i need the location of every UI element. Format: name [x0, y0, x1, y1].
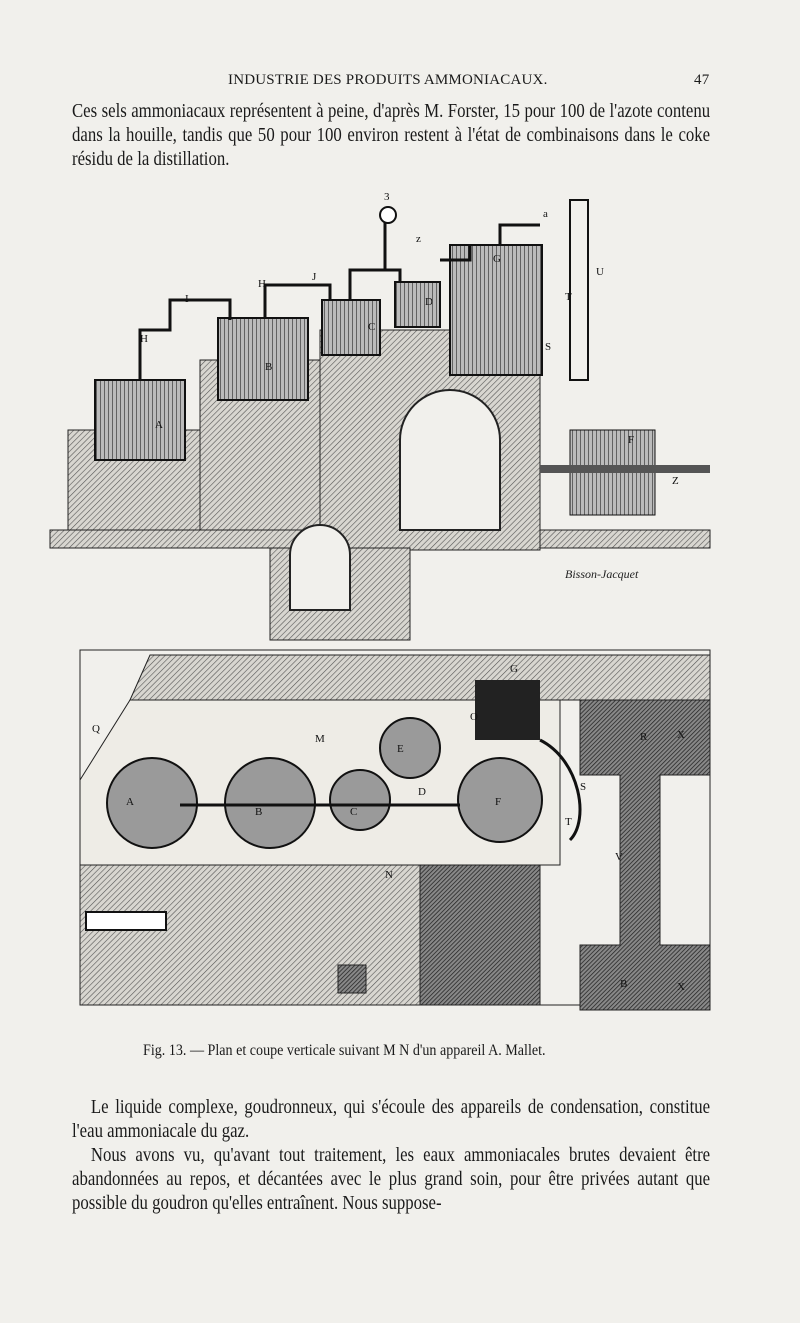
svg-text:G: G	[510, 663, 518, 675]
svg-text:B: B	[255, 806, 262, 818]
svg-text:A: A	[155, 419, 163, 431]
svg-text:Z: Z	[672, 475, 679, 487]
page-number: 47	[694, 72, 710, 88]
svg-text:B: B	[620, 978, 627, 990]
svg-text:I: I	[185, 293, 189, 305]
svg-text:O: O	[470, 711, 478, 723]
svg-text:J: J	[312, 271, 317, 283]
paragraph-text: Ces sels ammoniacaux représentent à pein…	[72, 101, 711, 170]
svg-text:D: D	[418, 786, 426, 798]
paragraphs-bottom: Le liquide complexe, goudronneux, qui s'…	[72, 1096, 710, 1216]
svg-text:C: C	[368, 321, 375, 333]
svg-text:B: B	[265, 361, 272, 373]
svg-text:V: V	[615, 851, 623, 863]
figure-caption: Fig. 13. — Plan et coupe verticale suiva…	[143, 1042, 546, 1059]
running-title: INDUSTRIE DES PRODUITS AMMONIACAUX.	[228, 72, 548, 88]
svg-text:H: H	[140, 333, 148, 345]
svg-text:G: G	[493, 253, 501, 265]
svg-text:R: R	[640, 731, 648, 743]
svg-text:T: T	[565, 291, 572, 303]
svg-text:M: M	[315, 733, 325, 745]
engraver-signature: Bisson-Jacquet	[565, 567, 639, 581]
svg-text:H: H	[258, 278, 266, 290]
svg-text:D: D	[425, 296, 433, 308]
svg-text:N: N	[385, 869, 393, 881]
paragraph-top: Ces sels ammoniacaux représentent à pein…	[72, 100, 710, 172]
svg-text:T: T	[565, 816, 572, 828]
svg-text:Q: Q	[92, 723, 100, 735]
svg-text:E: E	[397, 743, 404, 755]
svg-text:X: X	[677, 729, 685, 741]
svg-text:z: z	[416, 233, 421, 245]
svg-text:A: A	[126, 796, 134, 808]
svg-text:S: S	[545, 341, 551, 353]
svg-text:F: F	[628, 434, 634, 446]
plan-view: A B C E D F G N M O T S R V B X X Q	[79, 649, 711, 1011]
svg-text:3: 3	[384, 191, 390, 203]
paragraph-text: Nous avons vu, qu'avant tout traitement,…	[72, 1145, 711, 1214]
paragraph-text: Le liquide complexe, goudronneux, qui s'…	[72, 1097, 711, 1142]
svg-text:C: C	[350, 806, 357, 818]
svg-text:U: U	[596, 266, 604, 278]
svg-text:F: F	[495, 796, 501, 808]
vertical-section: A B C D G H H I J 3 z a T U S F Z Bisson-Jacquet	[49, 191, 711, 641]
svg-text:S: S	[580, 781, 586, 793]
svg-text:X: X	[677, 981, 685, 993]
svg-text:a: a	[543, 208, 548, 220]
